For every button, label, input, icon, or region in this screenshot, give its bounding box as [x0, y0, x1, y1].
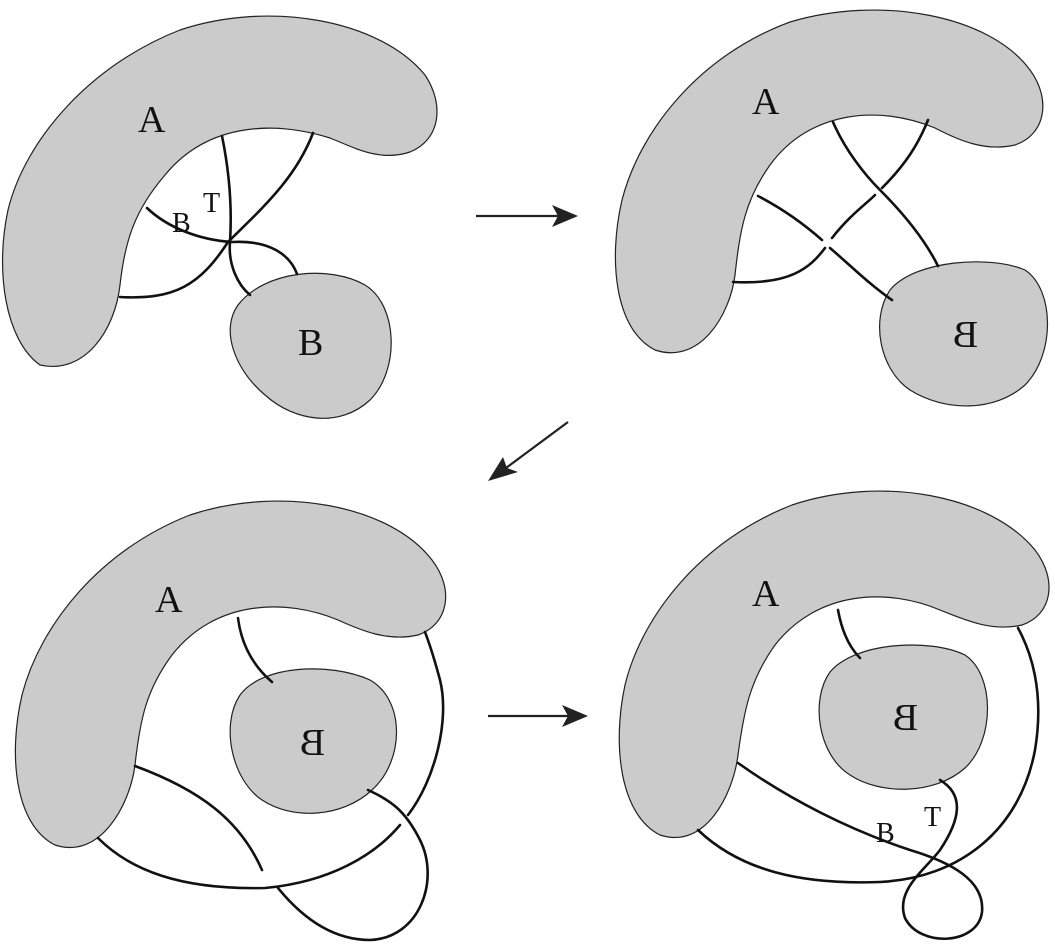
strand-2b	[828, 246, 894, 302]
region-a-label: A	[752, 81, 780, 123]
strand-3b	[406, 630, 445, 817]
crossing-label-b: B	[876, 818, 895, 849]
crossing-label-t: T	[924, 802, 941, 833]
strand-1	[836, 608, 862, 660]
panel-bottom-right: A B B T	[618, 490, 1050, 940]
strand-2	[145, 206, 299, 276]
panel-top-left: A B B T	[1, 15, 438, 419]
region-b-shape	[229, 272, 392, 419]
region-a-shape	[618, 490, 1050, 838]
strand-2b	[276, 788, 429, 942]
region-a-label: A	[138, 99, 166, 141]
crossing-label-b: B	[172, 208, 191, 239]
region-a-shape	[1, 15, 438, 367]
region-b-shape	[229, 668, 398, 814]
strand-3	[96, 823, 402, 890]
strand-3	[831, 120, 940, 268]
strand-1	[236, 616, 274, 684]
arrow-right-top	[476, 205, 578, 227]
panel-top-right: A B	[614, 9, 1049, 407]
region-b-label-mirrored: B	[953, 314, 978, 356]
strand-3	[220, 134, 252, 297]
strand-1c	[880, 118, 930, 190]
crossing-label-t: T	[203, 188, 220, 219]
region-a-shape	[14, 500, 447, 848]
strand-2	[736, 761, 984, 940]
region-b-shape	[879, 261, 1049, 407]
panel-bottom-left: A B	[14, 500, 447, 942]
strand-1	[731, 246, 827, 284]
arrow-right-bottom	[488, 705, 588, 727]
strand-2	[133, 764, 264, 872]
strand-2	[756, 194, 824, 242]
region-a-label: A	[155, 579, 183, 621]
region-b-label-mirrored: B	[893, 697, 918, 739]
region-b-shape	[818, 644, 989, 790]
strand-1b	[830, 193, 877, 240]
region-a-label: A	[752, 573, 780, 615]
region-b-label: B	[298, 322, 323, 364]
strand-3	[696, 626, 1040, 884]
region-b-label-mirrored: B	[300, 722, 325, 764]
region-a-shape	[614, 9, 1044, 354]
arrow-diagonal	[488, 421, 569, 481]
